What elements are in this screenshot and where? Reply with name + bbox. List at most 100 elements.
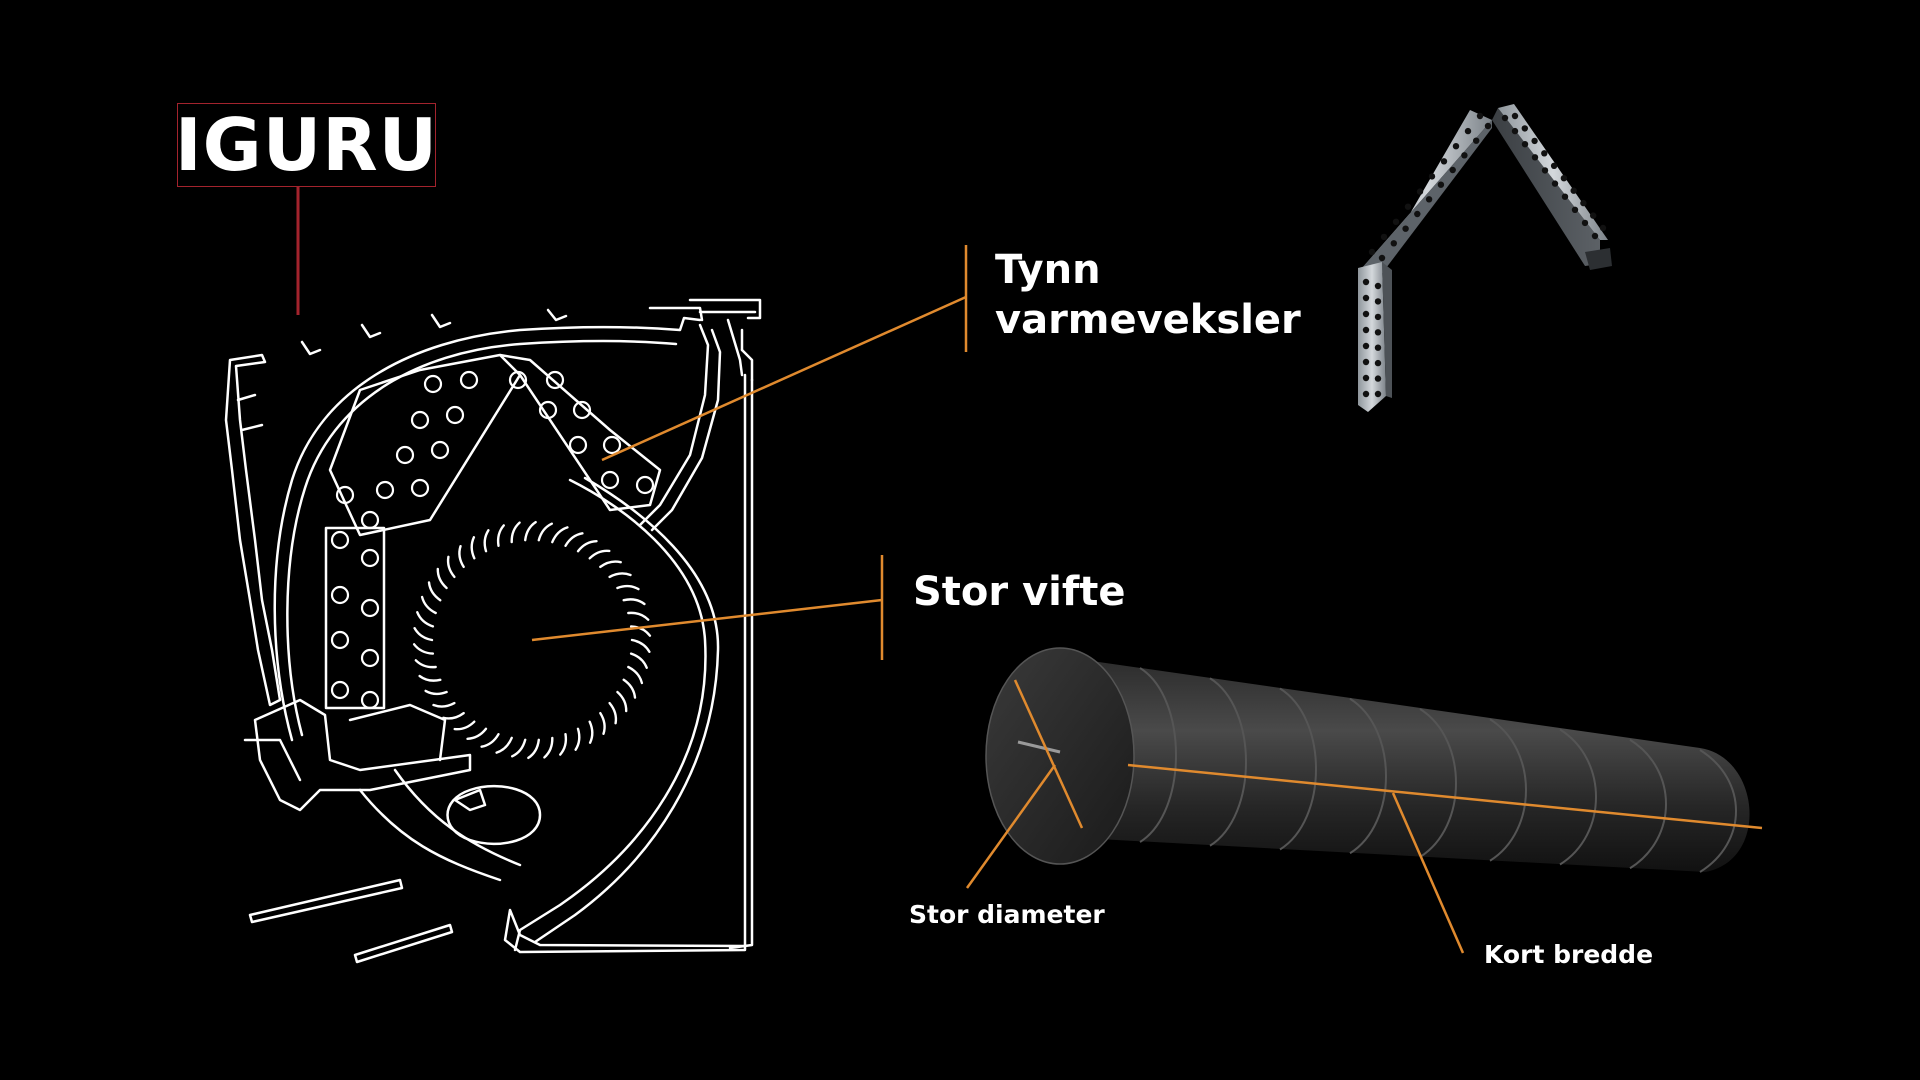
heat-exchanger-hole bbox=[1404, 203, 1412, 210]
heat-exchanger-hole bbox=[1570, 187, 1577, 194]
fan-blade bbox=[622, 598, 646, 606]
fan-blade bbox=[510, 521, 521, 544]
heat-exchanger-hole bbox=[1374, 344, 1382, 351]
heat-exchanger-hole bbox=[1580, 199, 1587, 207]
heat-exchanger-hole bbox=[1362, 278, 1370, 286]
heat-exchanger-hole bbox=[1437, 181, 1445, 188]
fan-cylinder-ring bbox=[1699, 749, 1737, 873]
label-fan: Stor vifte bbox=[913, 569, 1126, 615]
heat-exchanger-hole bbox=[1541, 167, 1549, 174]
heat-exchanger-hole bbox=[1414, 210, 1421, 218]
fan-blade bbox=[436, 567, 448, 590]
fan-blade bbox=[424, 689, 448, 696]
heat-exchanger-hole bbox=[1362, 358, 1370, 366]
fan-blade bbox=[466, 727, 488, 740]
heat-exchanger-hole bbox=[1501, 114, 1509, 122]
callout-line-diameter bbox=[965, 764, 1057, 889]
fan-cylinder-ring bbox=[1559, 728, 1597, 866]
fan-blade bbox=[599, 560, 622, 569]
fan-blade bbox=[432, 701, 456, 708]
fan-cylinder-ring bbox=[1489, 718, 1527, 862]
fan-blade bbox=[414, 659, 437, 669]
fan-blade bbox=[599, 711, 606, 735]
callout-line-fan bbox=[531, 598, 883, 642]
heat-exchanger-hole bbox=[1541, 150, 1548, 157]
heat-exchanger-hole bbox=[1362, 310, 1370, 318]
fan-blade bbox=[543, 736, 554, 759]
heat-exchanger-hole bbox=[1449, 166, 1456, 174]
fan-blade bbox=[416, 611, 435, 628]
fan-blade bbox=[470, 536, 476, 560]
label-heat-exchanger-line1: Tynn bbox=[995, 247, 1101, 293]
fan-blade bbox=[427, 581, 442, 602]
fan-blade bbox=[627, 665, 644, 685]
fan-cylinder-ring bbox=[1419, 708, 1457, 858]
heat-exchanger-hole bbox=[1561, 193, 1569, 200]
fan-blade bbox=[622, 678, 637, 699]
heat-exchanger-hole bbox=[1425, 196, 1433, 203]
fan-blade bbox=[576, 540, 598, 553]
fan-blade bbox=[442, 711, 465, 720]
callout-line-width bbox=[1391, 792, 1465, 954]
heat-exchanger-hole bbox=[1476, 112, 1484, 120]
heat-exchanger-hole bbox=[1599, 224, 1607, 232]
diameter-measure-line bbox=[1013, 679, 1084, 829]
fan-blade bbox=[483, 529, 490, 553]
fan-blade bbox=[608, 701, 618, 725]
heat-exchanger-hole bbox=[1551, 180, 1559, 187]
logo-text: IGURU bbox=[174, 103, 439, 187]
fan-blade bbox=[588, 720, 594, 744]
fan-blade bbox=[630, 638, 651, 653]
heat-exchanger-hole bbox=[1402, 225, 1409, 232]
heat-exchanger-hole bbox=[1452, 143, 1460, 150]
fan-blade bbox=[413, 627, 434, 642]
heat-exchanger-hole bbox=[1374, 329, 1382, 336]
heat-exchanger-3d bbox=[1358, 104, 1612, 412]
heat-exchanger-hole bbox=[1428, 173, 1436, 180]
heat-exchanger-hole bbox=[1390, 240, 1398, 247]
heat-exchanger-hole bbox=[1362, 326, 1370, 334]
indoor-unit-cross-section bbox=[224, 298, 762, 964]
fan-blade bbox=[629, 652, 648, 669]
heat-exchanger-hole bbox=[1374, 359, 1382, 367]
fan-blade bbox=[527, 738, 540, 760]
fan-blade bbox=[616, 690, 628, 713]
fan-blade bbox=[496, 524, 505, 547]
heat-exchanger-hole bbox=[1521, 125, 1529, 132]
fan-blade bbox=[495, 736, 513, 754]
heat-exchanger-hole bbox=[1464, 127, 1472, 135]
fan-blade bbox=[564, 532, 584, 547]
fan-blade bbox=[524, 520, 537, 542]
fan-blades-outline bbox=[412, 520, 652, 760]
heat-exchanger-holes bbox=[1362, 112, 1607, 398]
fan-blade bbox=[480, 733, 500, 748]
heat-exchanger-hole bbox=[1531, 154, 1539, 161]
heat-exchanger-hole bbox=[1362, 342, 1370, 350]
iguru-logo: IGURU bbox=[174, 103, 439, 187]
heat-exchanger-hole bbox=[1378, 254, 1386, 262]
fan-blade bbox=[616, 584, 640, 591]
heat-exchanger-outline bbox=[324, 353, 662, 710]
fan-cylinder-ring bbox=[1349, 697, 1387, 855]
heat-exchanger-hole bbox=[1581, 219, 1589, 227]
fan-blade bbox=[412, 643, 435, 655]
label-width: Kort bredde bbox=[1484, 940, 1654, 969]
heat-exchanger-hole bbox=[1531, 137, 1538, 145]
fan-cylinder-rings bbox=[1139, 667, 1737, 873]
heat-exchanger-hole bbox=[1374, 390, 1382, 398]
heat-exchanger-hole bbox=[1461, 152, 1468, 159]
fan-cylinder-ring bbox=[1209, 677, 1247, 847]
heat-exchanger-hole bbox=[1484, 122, 1492, 130]
fan-blade bbox=[537, 522, 553, 542]
fan-blade bbox=[511, 738, 527, 758]
heat-exchanger-tubes bbox=[330, 370, 655, 710]
heat-exchanger-hole bbox=[1473, 137, 1480, 144]
label-diameter: Stor diameter bbox=[909, 900, 1105, 929]
fan-blade bbox=[458, 545, 465, 569]
fan-blade bbox=[559, 733, 568, 756]
fan-blade bbox=[446, 555, 456, 579]
heat-exchanger-hole bbox=[1374, 313, 1382, 321]
heat-exchanger-hole bbox=[1362, 390, 1370, 398]
fan-blade bbox=[608, 572, 632, 579]
